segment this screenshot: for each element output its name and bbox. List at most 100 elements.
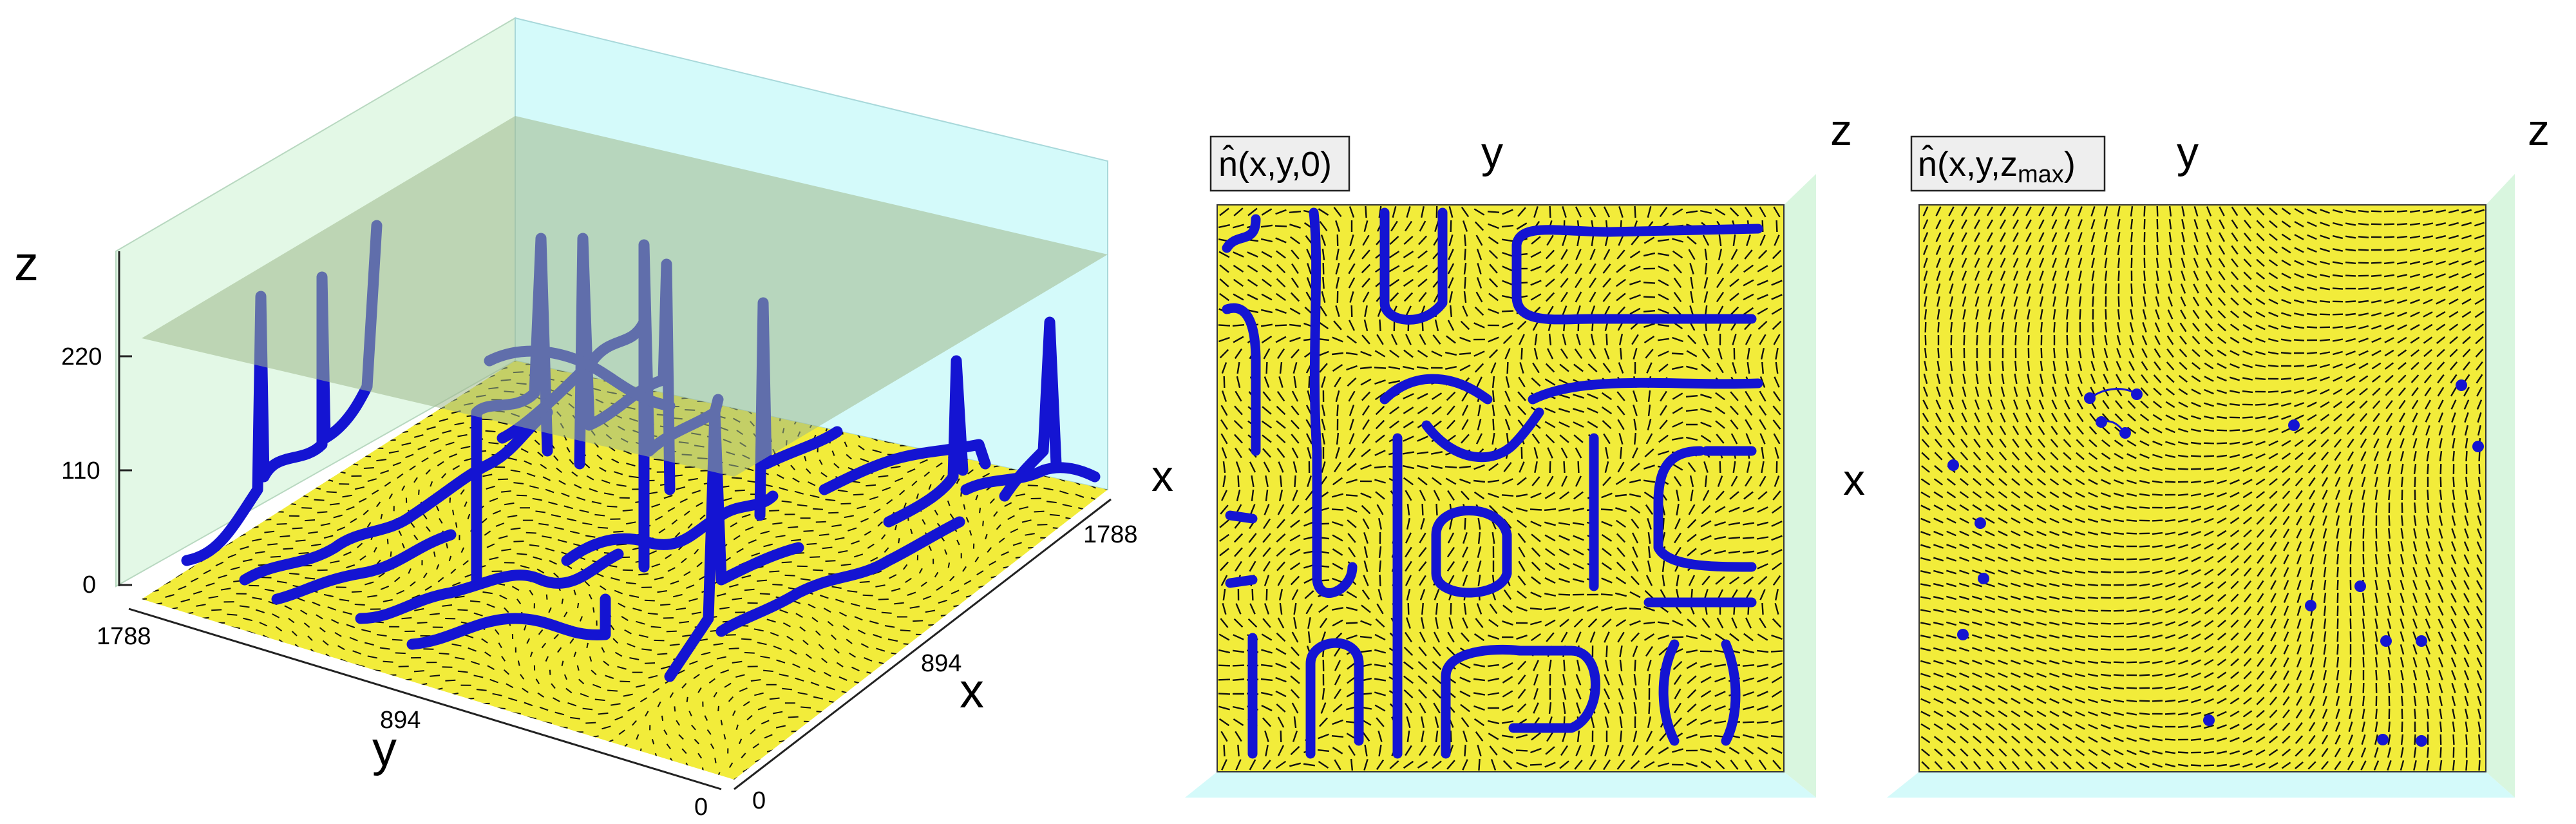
director-mark — [2463, 657, 2470, 667]
director-mark — [2101, 723, 2111, 730]
director-mark — [2000, 283, 2005, 294]
director-mark — [1558, 408, 1570, 413]
director-mark — [2449, 336, 2458, 345]
director-mark — [1349, 291, 1354, 303]
director-mark — [1403, 278, 1414, 287]
director-mark — [1293, 602, 1297, 615]
director-mark — [1933, 685, 1944, 691]
director-mark — [2255, 403, 2266, 406]
director-mark — [1289, 323, 1302, 327]
director-mark — [1985, 491, 1995, 499]
director-mark — [1463, 602, 1467, 615]
director-mark — [2362, 618, 2365, 629]
director-mark — [1290, 575, 1300, 586]
director-mark — [2476, 528, 2483, 539]
director-mark — [2139, 480, 2150, 484]
director-mark — [296, 597, 305, 602]
director-mark — [644, 599, 655, 602]
director-mark — [2203, 738, 2215, 742]
director-mark — [1518, 376, 1526, 388]
director-mark — [1604, 659, 1609, 672]
director-mark — [1633, 390, 1638, 402]
director-mark — [2396, 261, 2408, 265]
director-mark — [2152, 687, 2163, 689]
director-mark — [1236, 361, 1240, 374]
director-mark — [383, 599, 393, 602]
director-mark — [331, 618, 339, 624]
director-mark — [1361, 434, 1370, 444]
director-mark — [2384, 349, 2394, 357]
director-mark — [2476, 631, 2483, 642]
director-mark — [1473, 322, 1485, 329]
director-mark — [1558, 522, 1571, 526]
director-mark — [1924, 296, 1927, 307]
director-mark — [2374, 631, 2378, 642]
director-mark — [2295, 709, 2303, 719]
director-mark — [2268, 415, 2279, 420]
director-mark — [2027, 373, 2031, 385]
director-mark — [2142, 309, 2147, 320]
director-mark — [1419, 745, 1426, 756]
director-mark — [2076, 452, 2085, 461]
director-mark — [1251, 475, 1255, 488]
director-mark — [1573, 563, 1584, 570]
director-mark — [1729, 633, 1739, 642]
director-mark — [2023, 543, 2034, 550]
director-mark — [1730, 249, 1738, 260]
director-mark — [1946, 698, 1956, 704]
director-mark — [1959, 570, 1969, 575]
director-mark — [2255, 453, 2266, 459]
director-mark — [864, 530, 872, 536]
director-mark — [2412, 618, 2418, 629]
director-mark — [2050, 761, 2059, 770]
director-mark — [1998, 723, 2008, 731]
director-mark — [1933, 596, 1944, 600]
director-mark — [1218, 251, 1230, 258]
director-mark — [1998, 465, 2007, 474]
defect-loop — [1309, 207, 1358, 598]
director-mark — [1688, 504, 1696, 515]
director-mark — [2413, 682, 2417, 694]
director-mark — [751, 552, 761, 557]
director-mark — [1998, 530, 2008, 537]
director-mark — [1920, 622, 1931, 626]
director-mark — [2332, 235, 2344, 240]
director-mark — [1959, 685, 1969, 691]
director-mark — [2166, 374, 2175, 383]
director-mark — [1700, 735, 1712, 738]
director-mark — [2181, 257, 2186, 269]
director-mark — [993, 511, 998, 517]
director-mark — [1998, 748, 2007, 757]
director-mark — [733, 535, 741, 541]
director-mark — [392, 461, 402, 466]
director-mark — [1264, 504, 1270, 515]
director-mark — [2425, 631, 2431, 642]
director-mark — [2012, 258, 2019, 268]
director-mark — [1018, 506, 1028, 510]
director-mark — [898, 538, 900, 544]
director-mark — [1730, 263, 1739, 274]
director-mark — [1446, 561, 1455, 572]
director-mark — [2177, 531, 2189, 536]
director-mark — [2435, 247, 2447, 253]
director-mark — [2322, 528, 2327, 539]
director-mark — [766, 618, 776, 623]
director-mark — [2309, 709, 2315, 719]
director-mark — [789, 649, 797, 655]
director-mark — [963, 504, 966, 510]
director-mark — [2411, 387, 2419, 397]
director-mark — [2050, 412, 2058, 423]
director-mark — [625, 582, 636, 585]
director-mark — [919, 459, 928, 464]
director-mark — [1975, 283, 1980, 294]
director-mark — [339, 599, 350, 602]
director-mark — [1261, 649, 1273, 654]
director-mark — [1946, 710, 1956, 718]
director-mark — [329, 503, 340, 506]
director-mark — [1772, 575, 1781, 586]
director-mark — [1446, 419, 1455, 430]
director-mark — [2476, 670, 2483, 680]
director-mark — [401, 542, 405, 549]
director-mark — [2297, 567, 2302, 577]
panel-top-slice: n̂(x,y,zmax) y z x — [1843, 106, 2550, 798]
